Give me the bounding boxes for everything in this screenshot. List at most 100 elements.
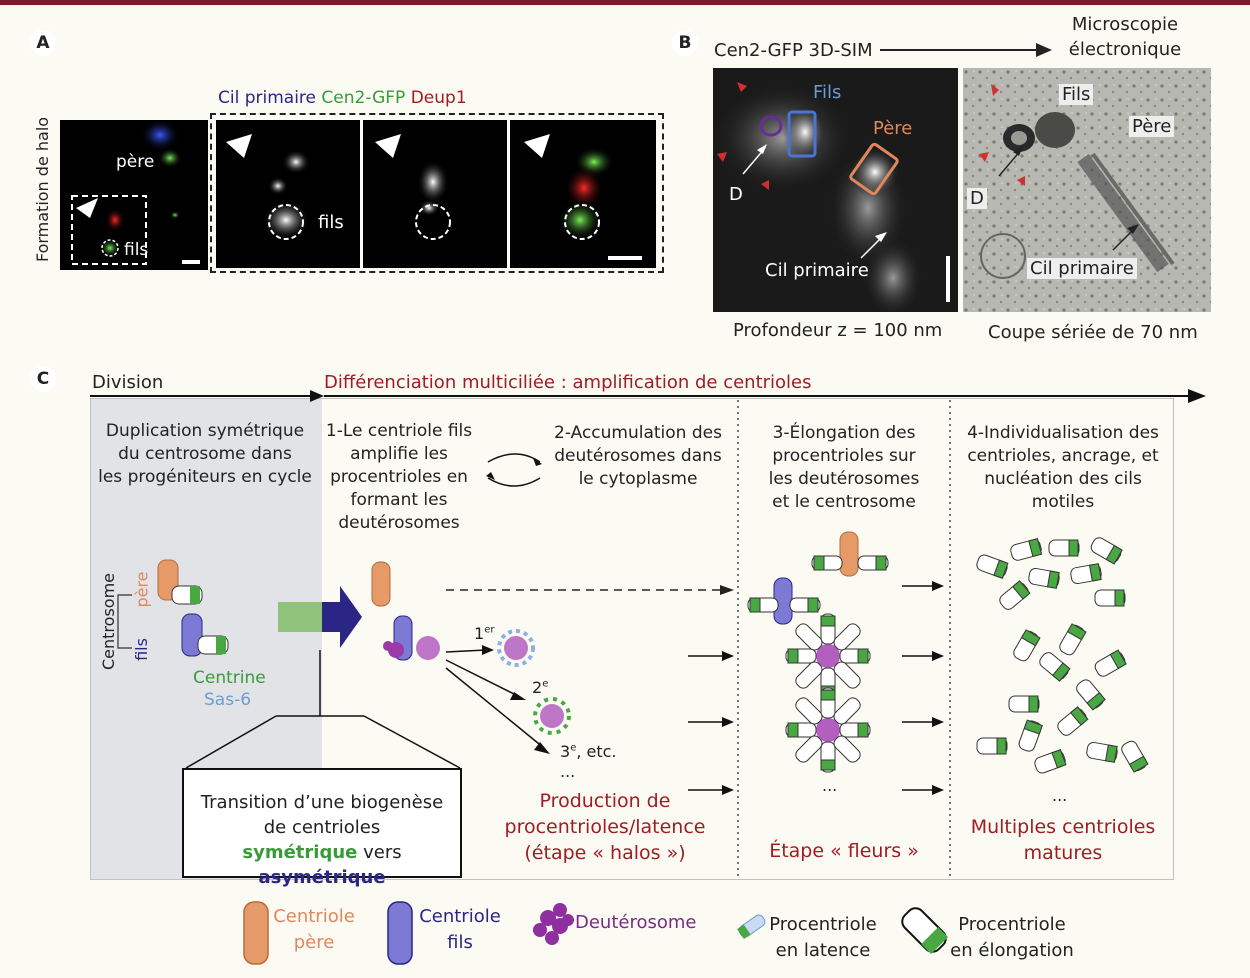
legend-deup: Deup1 [410, 88, 467, 108]
em-caption: Coupe sériée de 70 nm [988, 322, 1198, 343]
legend-deuterosome: Deutérosome [575, 912, 697, 933]
step2-line1: 2-Accumulation des [554, 423, 722, 443]
transition-symetrique: symétrique [242, 842, 358, 863]
legend-elong-line2: en élongation [950, 940, 1074, 961]
duplication-line1: Duplication symétrique [105, 421, 305, 441]
micrograph-overview: père fils [60, 120, 208, 270]
legend-pere: Centriole père [266, 904, 362, 956]
step3-line1: 3-Élongation des [772, 423, 916, 443]
sim-pere-label: Père [873, 118, 913, 139]
gen2-sup: e [542, 678, 549, 690]
legend-latence-line1: Procentriole [769, 914, 877, 935]
generation-2-label: 2e [532, 678, 548, 697]
micrograph-zoom-white: fils [216, 120, 360, 268]
micrograph-sim: Fils Père D Cil primaire [713, 68, 958, 312]
production-line3: (étape « halos ») [524, 842, 686, 864]
legend-latence: Procentriole en latence [764, 912, 882, 964]
legend-elong-line1: Procentriole [958, 914, 1066, 935]
transition-line3: symétrique vers asymétrique [184, 840, 460, 890]
transition-line1: Transition d’une biogenèse [200, 792, 444, 813]
transition-line2: de centrioles [263, 817, 381, 838]
step1-line1: 1-Le centriole fils [325, 421, 473, 441]
differenciation-label: Différenciation multiciliée : amplificat… [324, 372, 812, 393]
gen1-sup: er [484, 624, 495, 636]
step1-line4: formant les [350, 490, 448, 510]
duplication-text: Duplication symétrique du centrosome dan… [96, 420, 314, 489]
sim-d-label: D [729, 184, 743, 205]
sas6-label: Sas-6 [204, 690, 252, 710]
step1-line5: deutérosomes [338, 513, 460, 533]
gen3-sup: e [570, 742, 577, 754]
matures-text: Multiples centrioles matures [954, 814, 1172, 866]
pere-label-overview: père [116, 152, 155, 172]
legend-elongation: Procentriole en élongation [948, 912, 1076, 964]
step2-line2: deutérosomes dans [554, 446, 722, 466]
panel-a-letter: A [30, 30, 56, 56]
step3-line4: et le centrosome [772, 492, 916, 512]
transition-vers: vers [357, 842, 402, 863]
step1-line3: procentrioles en [330, 467, 468, 487]
transition-asymetrique: asymétrique [258, 867, 386, 888]
step1-line2: amplifie les [350, 444, 448, 464]
legend-pere-line2: père [293, 932, 335, 953]
step2-line3: le cytoplasme [578, 469, 698, 489]
ellipsis-step2: ... [560, 762, 576, 781]
production-line2: procentrioles/latence [504, 816, 706, 838]
fils-label-zoom: fils [318, 212, 344, 233]
centrine-label: Centrine [193, 668, 266, 688]
step4-line4: motiles [1031, 492, 1095, 512]
legend-fils-line2: fils [447, 932, 473, 953]
gen2-number: 2 [532, 678, 543, 697]
zoom-frame [210, 113, 664, 273]
duplication-line2: du centrosome dans [118, 444, 292, 464]
ellipsis-step3: ... [822, 776, 838, 795]
step4-line1: 4-Individualisation des [967, 423, 1159, 443]
fleurs-text: Étape « fleurs » [769, 840, 919, 862]
gen3-number: 3 [560, 742, 571, 761]
step3-line3: les deutérosomes [768, 469, 920, 489]
step4-line2: centrioles, ancrage, et [967, 446, 1159, 466]
em-pere-label: Père [1129, 116, 1175, 137]
top-bar [0, 0, 1250, 5]
step3-line2: procentrioles sur [772, 446, 916, 466]
em-fils-label: Fils [1059, 84, 1094, 105]
sim-fils-label: Fils [813, 82, 842, 103]
legend-cil: Cil primaire [218, 88, 316, 108]
method-right-line2: électronique [1068, 39, 1182, 60]
sim-caption: Profondeur z = 100 nm [733, 320, 943, 341]
legend-cen2: Cen2-GFP [321, 88, 406, 108]
method-left: Cen2-GFP 3D-SIM [714, 40, 873, 61]
fils-label-overview: fils [124, 240, 149, 260]
matures-line2: matures [1023, 842, 1103, 864]
gen3-rest: , etc. [576, 742, 617, 761]
production-text: Production de procentrioles/latence (éta… [490, 788, 720, 866]
generation-3-label: 3e, etc. [560, 742, 617, 761]
step3-text: 3-Élongation des procentrioles sur les d… [744, 422, 944, 514]
step2-text: 2-Accumulation des deutérosomes dans le … [540, 422, 736, 491]
em-cil-label: Cil primaire [1027, 258, 1137, 279]
method-right: Microscopie électronique [1060, 12, 1190, 62]
panel-a-legend: Cil primaire Cen2-GFP Deup1 [218, 88, 467, 108]
ellipsis-step4: ... [1052, 786, 1068, 805]
legend-latence-line2: en latence [775, 940, 871, 961]
duplication-line3: les progéniteurs en cycle [98, 467, 312, 487]
micrograph-em: Fils Père D Cil primaire [963, 68, 1211, 312]
matures-line1: Multiples centrioles [970, 816, 1156, 838]
panel-c-frame [90, 398, 1174, 880]
generation-1-label: 1er [474, 624, 494, 643]
legend-fils: Centriole fils [412, 904, 508, 956]
panel-b-letter: B [672, 30, 698, 56]
step4-text: 4-Individualisation des centrioles, ancr… [954, 422, 1172, 514]
production-line1: Production de [539, 790, 671, 812]
gen1-number: 1 [474, 624, 485, 643]
micrograph-zoom-merge [510, 120, 656, 268]
sim-cil-label: Cil primaire [765, 260, 869, 281]
em-d-label: D [967, 188, 987, 209]
legend-pere-line1: Centriole [273, 906, 355, 927]
method-right-line1: Microscopie [1071, 14, 1179, 35]
panel-c-letter: C [30, 366, 56, 392]
micrograph-zoom-green [363, 120, 507, 268]
legend-fils-line1: Centriole [419, 906, 501, 927]
